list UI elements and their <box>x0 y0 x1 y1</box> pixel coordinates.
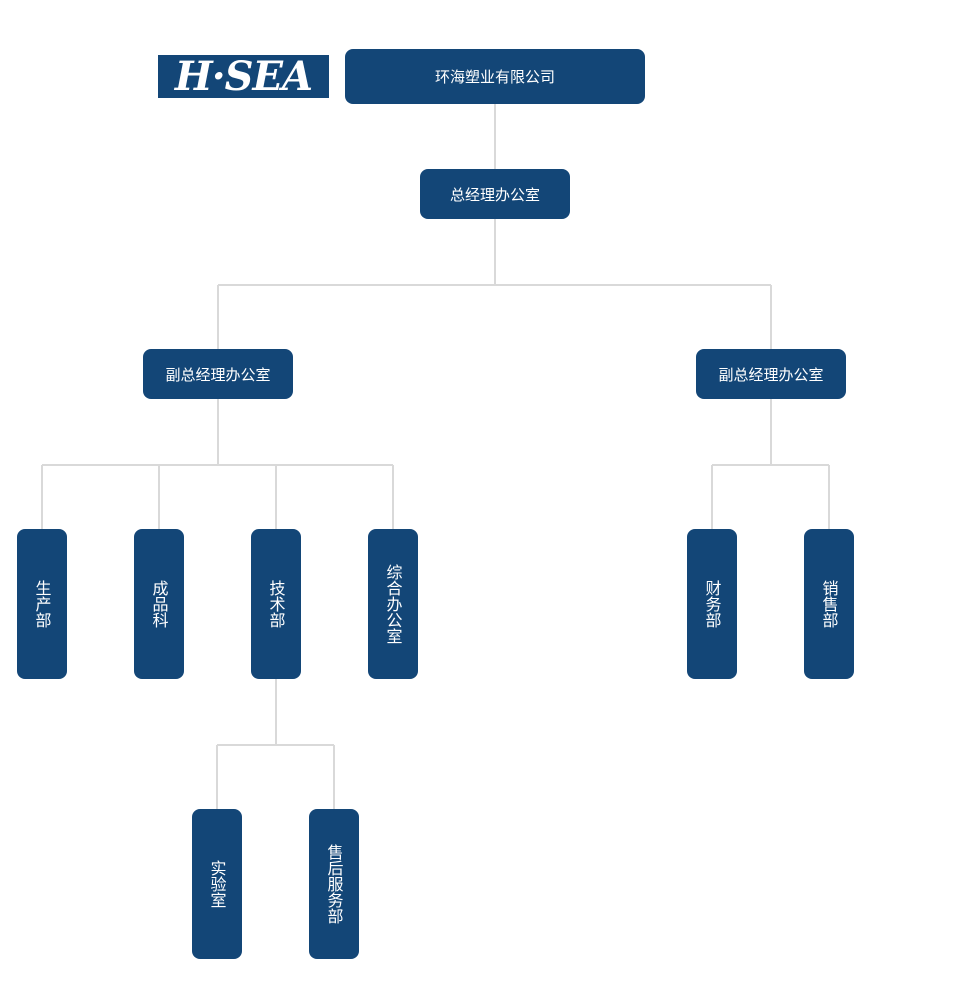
node-company: 环海塑业有限公司 <box>345 49 645 104</box>
node-finance-dept: 财务部 <box>687 529 737 679</box>
node-technical-dept: 技术部 <box>251 529 301 679</box>
node-laboratory: 实验室 <box>192 809 242 959</box>
node-after-sales-service-dept: 售后服务部 <box>309 809 359 959</box>
node-finished-goods-section: 成品科 <box>134 529 184 679</box>
node-general-manager-office: 总经理办公室 <box>420 169 570 219</box>
node-sales-dept: 销售部 <box>804 529 854 679</box>
node-general-affairs-office: 综合办公室 <box>368 529 418 679</box>
node-deputy-gm-office-left: 副总经理办公室 <box>143 349 293 399</box>
logo-text: H·SEA <box>174 55 313 98</box>
company-logo: H·SEA <box>158 55 329 98</box>
node-production-dept: 生产部 <box>17 529 67 679</box>
node-deputy-gm-office-right: 副总经理办公室 <box>696 349 846 399</box>
